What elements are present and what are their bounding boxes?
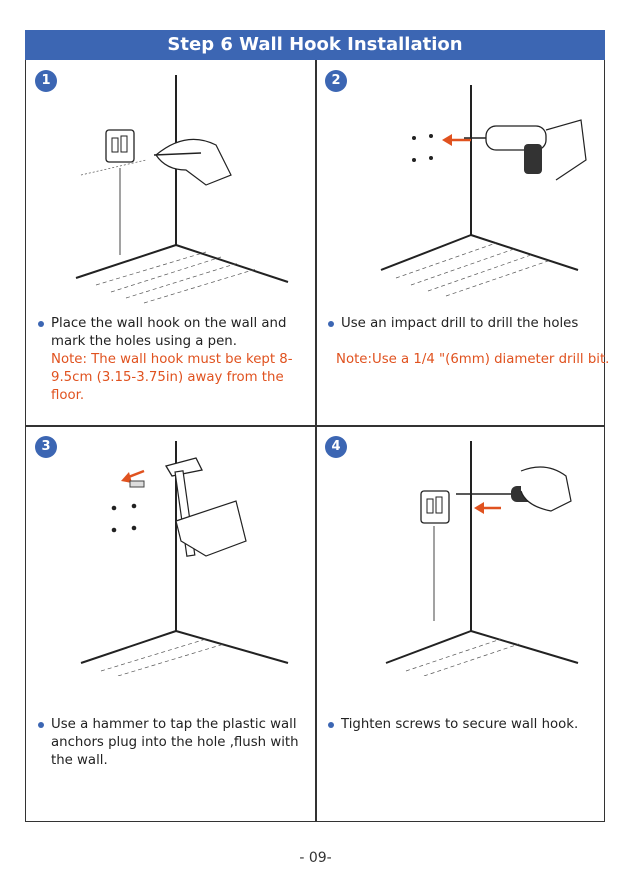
step-1-text-block: Place the wall hook on the wall and mark… [38, 315, 308, 405]
mark-holes-illustration [75, 75, 289, 304]
step-number-badge: 3 [35, 436, 57, 458]
page-number: - 09- [299, 850, 332, 866]
page-title: Step 6 Wall Hook Installation [25, 30, 605, 60]
grid-horizontal-divider [26, 425, 604, 427]
tighten-screws-illustration [385, 441, 579, 676]
bullet-icon [328, 321, 334, 327]
step-3-panel: 3 Use a hammer to tap the plastic wall a… [26, 426, 315, 791]
hammer-anchors-illustration [80, 441, 289, 676]
step-instruction: Place the wall hook on the wall and mark… [38, 315, 308, 351]
step-instruction-text: Use a hammer to tap the plastic wall anc… [51, 717, 299, 768]
step-number-badge: 4 [325, 436, 347, 458]
step-4-text-block: Tighten screws to secure wall hook. [328, 716, 598, 734]
step-instruction: Tighten screws to secure wall hook. [328, 716, 598, 734]
step-2-text-block: Use an impact drill to drill the holes N… [328, 315, 609, 369]
bullet-icon [38, 722, 44, 728]
bullet-icon [38, 321, 44, 327]
step-note: Note:Use a 1/4 "(6mm) diameter drill bit… [336, 352, 610, 367]
step-number-badge: 2 [325, 70, 347, 92]
step-instruction-text: Tighten screws to secure wall hook. [341, 717, 579, 732]
drill-holes-illustration [380, 85, 587, 297]
step-instruction: Use an impact drill to drill the holes [328, 315, 598, 333]
step-instruction-text: Place the wall hook on the wall and mark… [51, 316, 287, 349]
step-instruction: Use a hammer to tap the plastic wall anc… [38, 716, 308, 770]
step-3-text-block: Use a hammer to tap the plastic wall anc… [38, 716, 308, 770]
step-4-panel: 4 Tighten screws to secure wall hook. [316, 426, 605, 791]
step-note: Note: The wall hook must be kept 8-9.5cm… [51, 352, 293, 403]
steps-grid: 1 Place the wall hook on the wall and ma… [25, 60, 609, 822]
step-instruction-text: Use an impact drill to drill the holes [341, 316, 579, 331]
bullet-icon [328, 722, 334, 728]
step-2-panel: 2 Use an impact drill to drill the holes… [316, 60, 609, 425]
grid-vertical-divider [315, 60, 317, 821]
step-1-panel: 1 Place the wall hook on the wall and ma… [26, 60, 315, 425]
step-number-badge: 1 [35, 70, 57, 92]
